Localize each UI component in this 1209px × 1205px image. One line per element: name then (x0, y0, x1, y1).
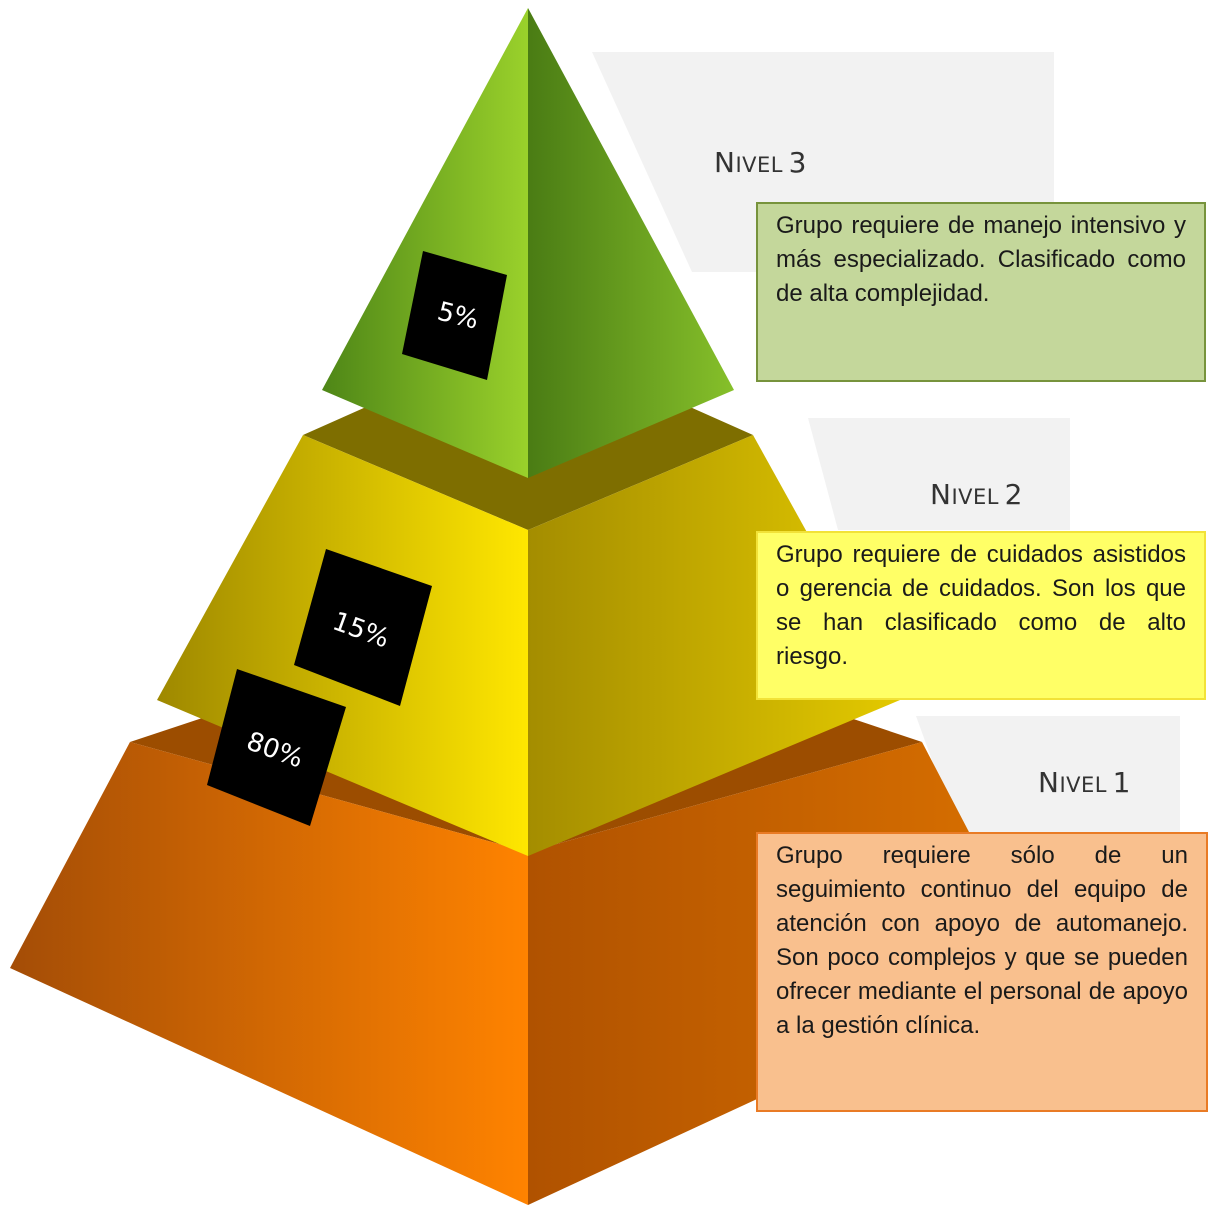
title-number: 1 (1112, 766, 1131, 799)
tier-1-left-face (10, 742, 528, 1205)
title-initial: N (1038, 766, 1060, 799)
level-1-title: NIVEL 1 (1038, 766, 1131, 799)
level-1-description: Grupo requiere sólo de un seguimiento co… (756, 832, 1208, 1112)
level-3-title: NIVEL 3 (714, 146, 807, 179)
percent-box (402, 251, 507, 380)
title-number: 3 (788, 146, 807, 179)
title-rest: IVEL (1059, 773, 1107, 797)
percent-box (294, 549, 432, 706)
level-2-description: Grupo requiere de cuidados asistidos o g… (756, 531, 1206, 700)
title-initial: N (930, 478, 952, 511)
level-1-label-panel (916, 716, 1180, 832)
title-initial: N (714, 146, 736, 179)
title-number: 2 (1004, 478, 1023, 511)
level-2-title: NIVEL 2 (930, 478, 1023, 511)
level-2-label-panel (808, 418, 1070, 530)
title-rest: IVEL (951, 485, 999, 509)
title-rest: IVEL (735, 153, 783, 177)
percent-box (207, 669, 346, 826)
level-3-description: Grupo requiere de manejo intensivo y más… (756, 202, 1206, 382)
tier-3-left-face (322, 8, 528, 478)
tier-3-right-face (528, 8, 734, 478)
percent-badge-nivel-3: 5% (402, 251, 507, 380)
percent-badge-nivel-2: 15% (294, 549, 432, 706)
percent-badge-nivel-1: 80% (207, 669, 346, 826)
